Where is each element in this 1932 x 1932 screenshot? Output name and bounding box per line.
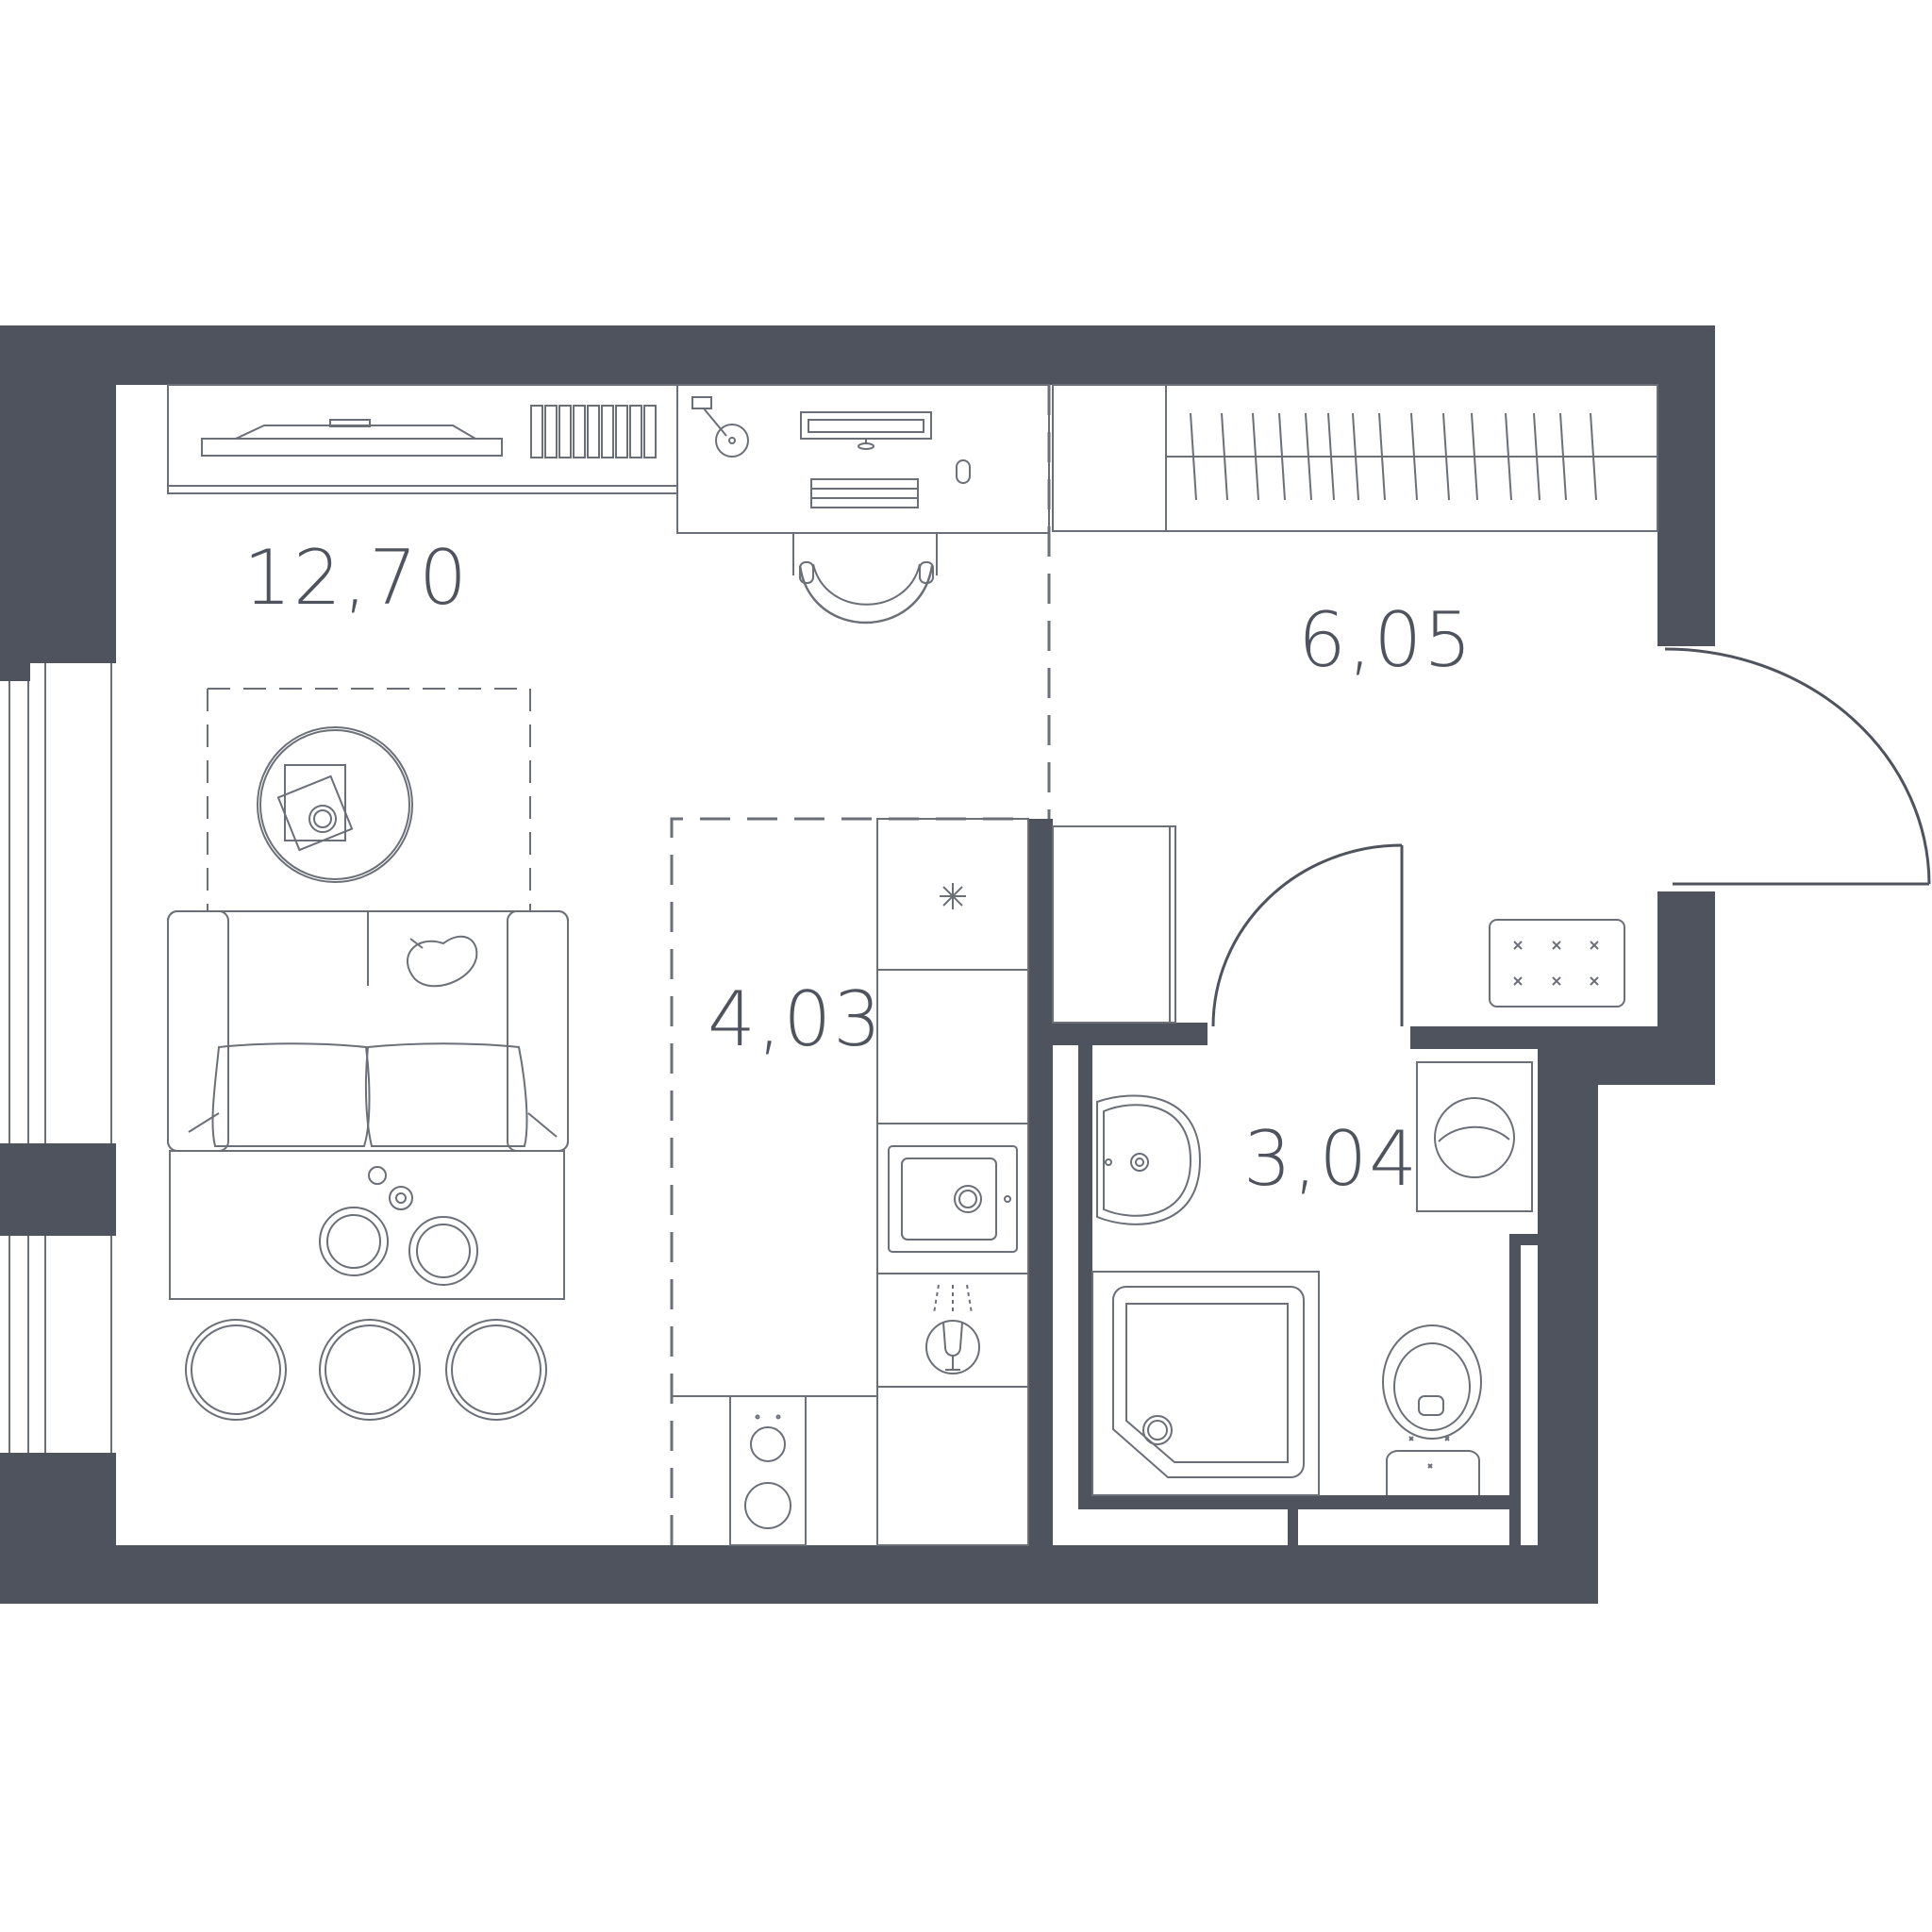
kitchen-sink (888, 1145, 1018, 1253)
walls (0, 325, 1715, 1604)
kitchen-zone-outline (670, 817, 1028, 1545)
wardrobe (1052, 384, 1658, 532)
room-area-living: 12,70 (243, 534, 469, 622)
hall-shelf (1052, 825, 1176, 1024)
dining-table (169, 1150, 565, 1300)
bathroom-sink (1096, 1094, 1202, 1225)
room-area-kitchen: 4,03 (708, 975, 883, 1063)
desk-chair (792, 533, 938, 625)
toilet (1382, 1324, 1482, 1495)
room-area-bathroom: 3,04 (1243, 1115, 1419, 1203)
coffee-table (257, 726, 413, 883)
entry-door (1664, 647, 1931, 886)
dining-stools (185, 1319, 547, 1421)
washing-machine (1416, 1061, 1533, 1212)
window-upper (8, 663, 112, 1143)
shower-tray (1091, 1271, 1320, 1496)
desk (676, 384, 1050, 534)
stove (729, 1395, 807, 1546)
rug-outline (207, 688, 531, 910)
sofa (167, 910, 569, 1152)
room-area-hall: 6,05 (1298, 596, 1474, 684)
bathroom-door (1211, 843, 1404, 1027)
tv-shelf (167, 384, 678, 494)
kitchen-counter (672, 818, 1029, 1546)
shoe-rack (1489, 919, 1625, 1008)
window-lower (8, 1236, 112, 1453)
kitchen-cooktop-small (925, 1284, 980, 1374)
